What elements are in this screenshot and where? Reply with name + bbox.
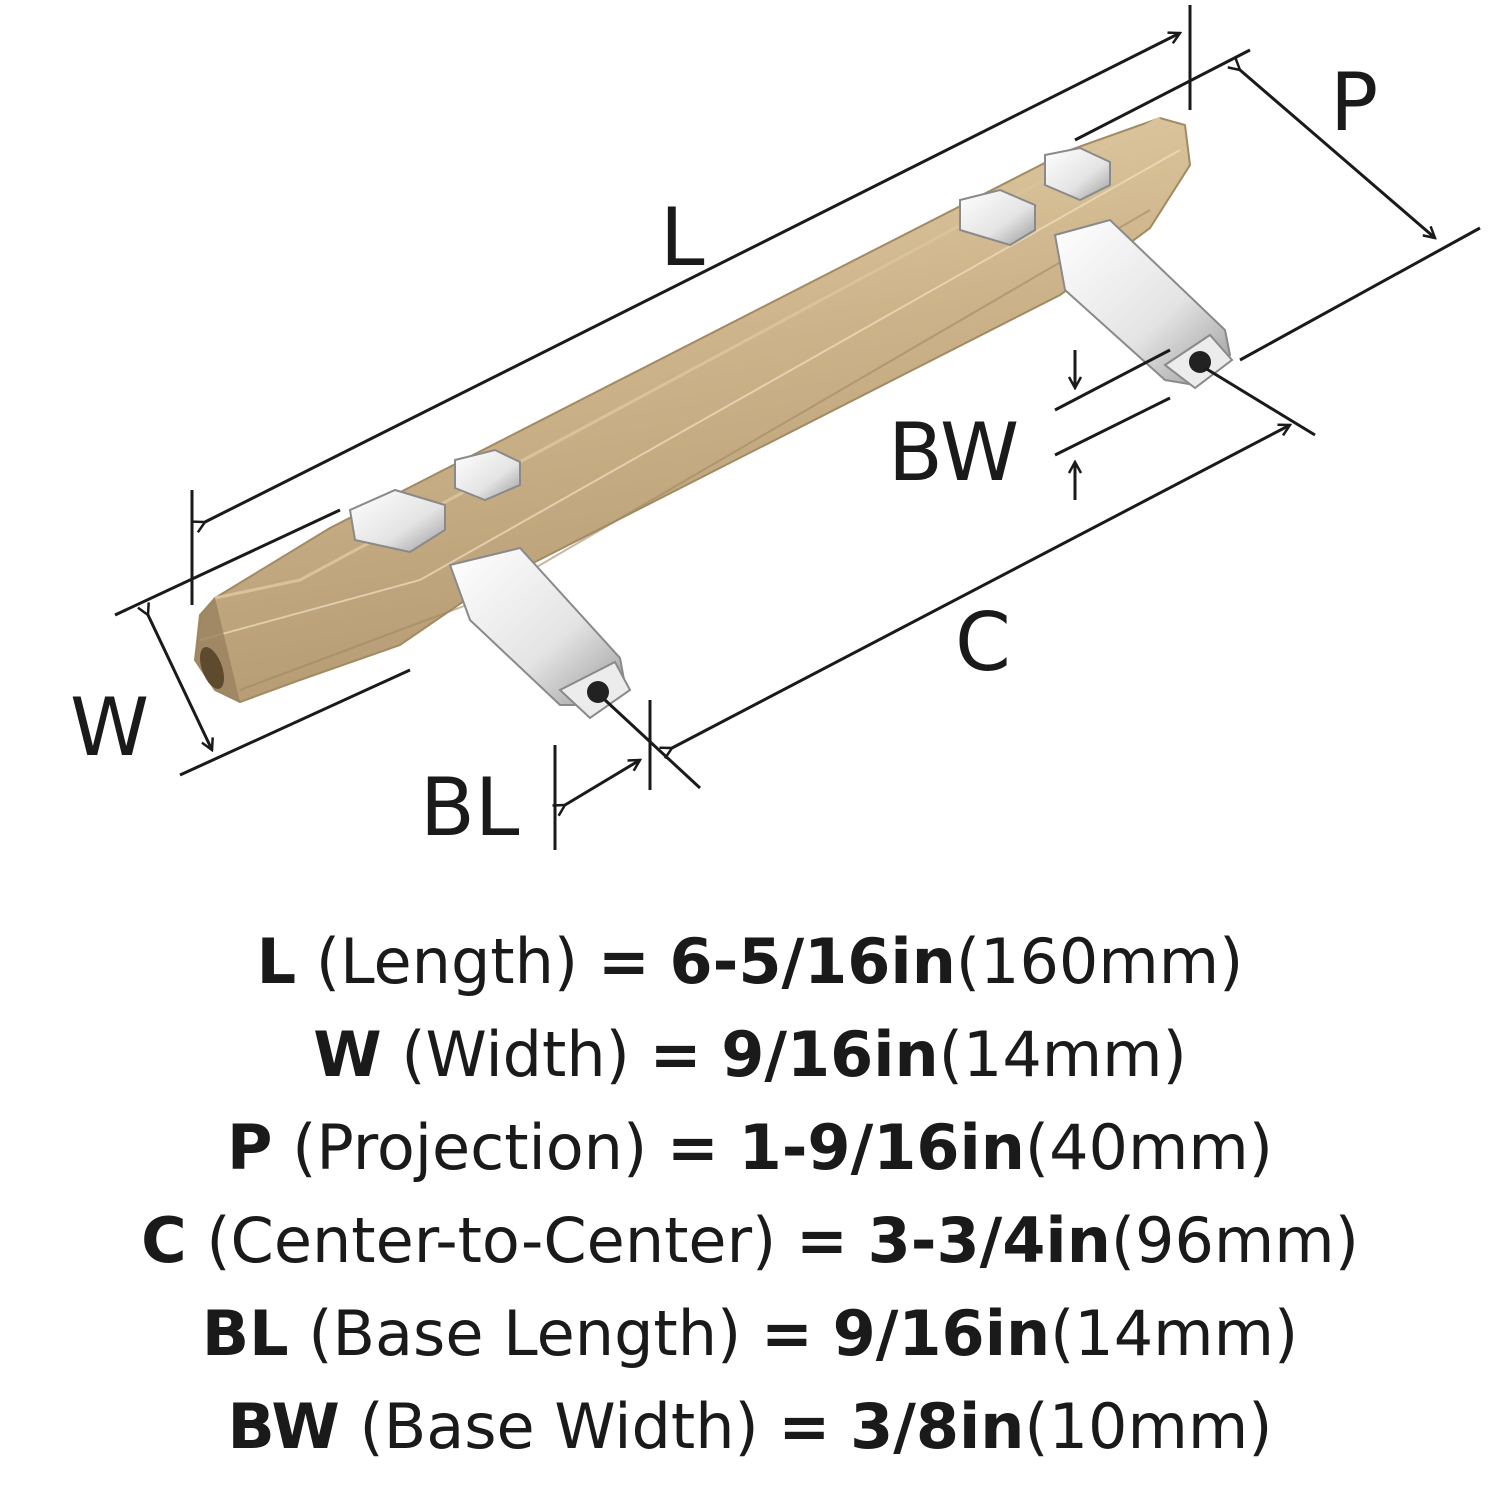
spec-name: (Projection) [292,1111,648,1184]
spec-name: (Center-to-Center) [206,1204,777,1277]
spec-imperial: 3/8in [850,1390,1025,1463]
spec-name: (Base Width) [359,1390,759,1463]
spec-metric: (14mm) [1050,1297,1299,1370]
spec-metric: (160mm) [955,925,1244,998]
spec-row-width: W (Width) = 9/16in(14mm) [0,1008,1500,1101]
dimension-W: W [70,508,411,777]
label-W: W [70,681,149,774]
spec-row-base-width: BW (Base Width) = 3/8in(10mm) [0,1380,1500,1473]
spec-name: (Width) [401,1018,630,1091]
spec-metric: (40mm) [1024,1111,1273,1184]
dimension-P: P [1074,48,1481,362]
spec-metric: (14mm) [938,1018,1187,1091]
spec-name: (Length) [315,925,579,998]
spec-row-projection: P (Projection) = 1-9/16in(40mm) [0,1101,1500,1194]
label-P: P [1330,56,1378,149]
dimension-diagram: L P W BW C BL [70,5,1481,854]
spec-equals: = [597,925,650,998]
spec-equals: = [649,1018,702,1091]
spec-metric: (10mm) [1024,1390,1273,1463]
label-BW: BW [888,406,1019,499]
spec-equals: = [666,1111,719,1184]
spec-row-center-to-center: C (Center-to-Center) = 3-3/4in(96mm) [0,1194,1500,1287]
spec-imperial: 3-3/4in [867,1204,1111,1277]
dimension-L: L [190,5,1192,605]
spec-metric: (96mm) [1110,1204,1359,1277]
label-C: C [955,596,1011,689]
spec-imperial: 9/16in [721,1018,939,1091]
dimension-BL: BL [420,700,652,854]
spec-abbr: BL [201,1297,289,1370]
label-BL: BL [420,761,520,854]
label-L: L [660,191,705,284]
spec-imperial: 1-9/16in [738,1111,1025,1184]
spec-equals: = [778,1390,831,1463]
spec-abbr: W [313,1018,382,1091]
spec-abbr: BW [227,1390,340,1463]
dimension-C: C [603,366,1316,790]
spec-imperial: 6-5/16in [669,925,956,998]
spec-list: L (Length) = 6-5/16in(160mm) W (Width) =… [0,915,1500,1473]
spec-row-length: L (Length) = 6-5/16in(160mm) [0,915,1500,1008]
spec-abbr: P [227,1111,273,1184]
spec-imperial: 9/16in [832,1297,1051,1370]
spec-name: (Base Length) [308,1297,742,1370]
spec-abbr: L [256,925,297,998]
spec-row-base-length: BL (Base Length) = 9/16in(14mm) [0,1287,1500,1380]
spec-abbr: C [141,1204,187,1277]
dimension-BW: BW [888,348,1171,500]
spec-equals: = [760,1297,813,1370]
spec-equals: = [795,1204,848,1277]
